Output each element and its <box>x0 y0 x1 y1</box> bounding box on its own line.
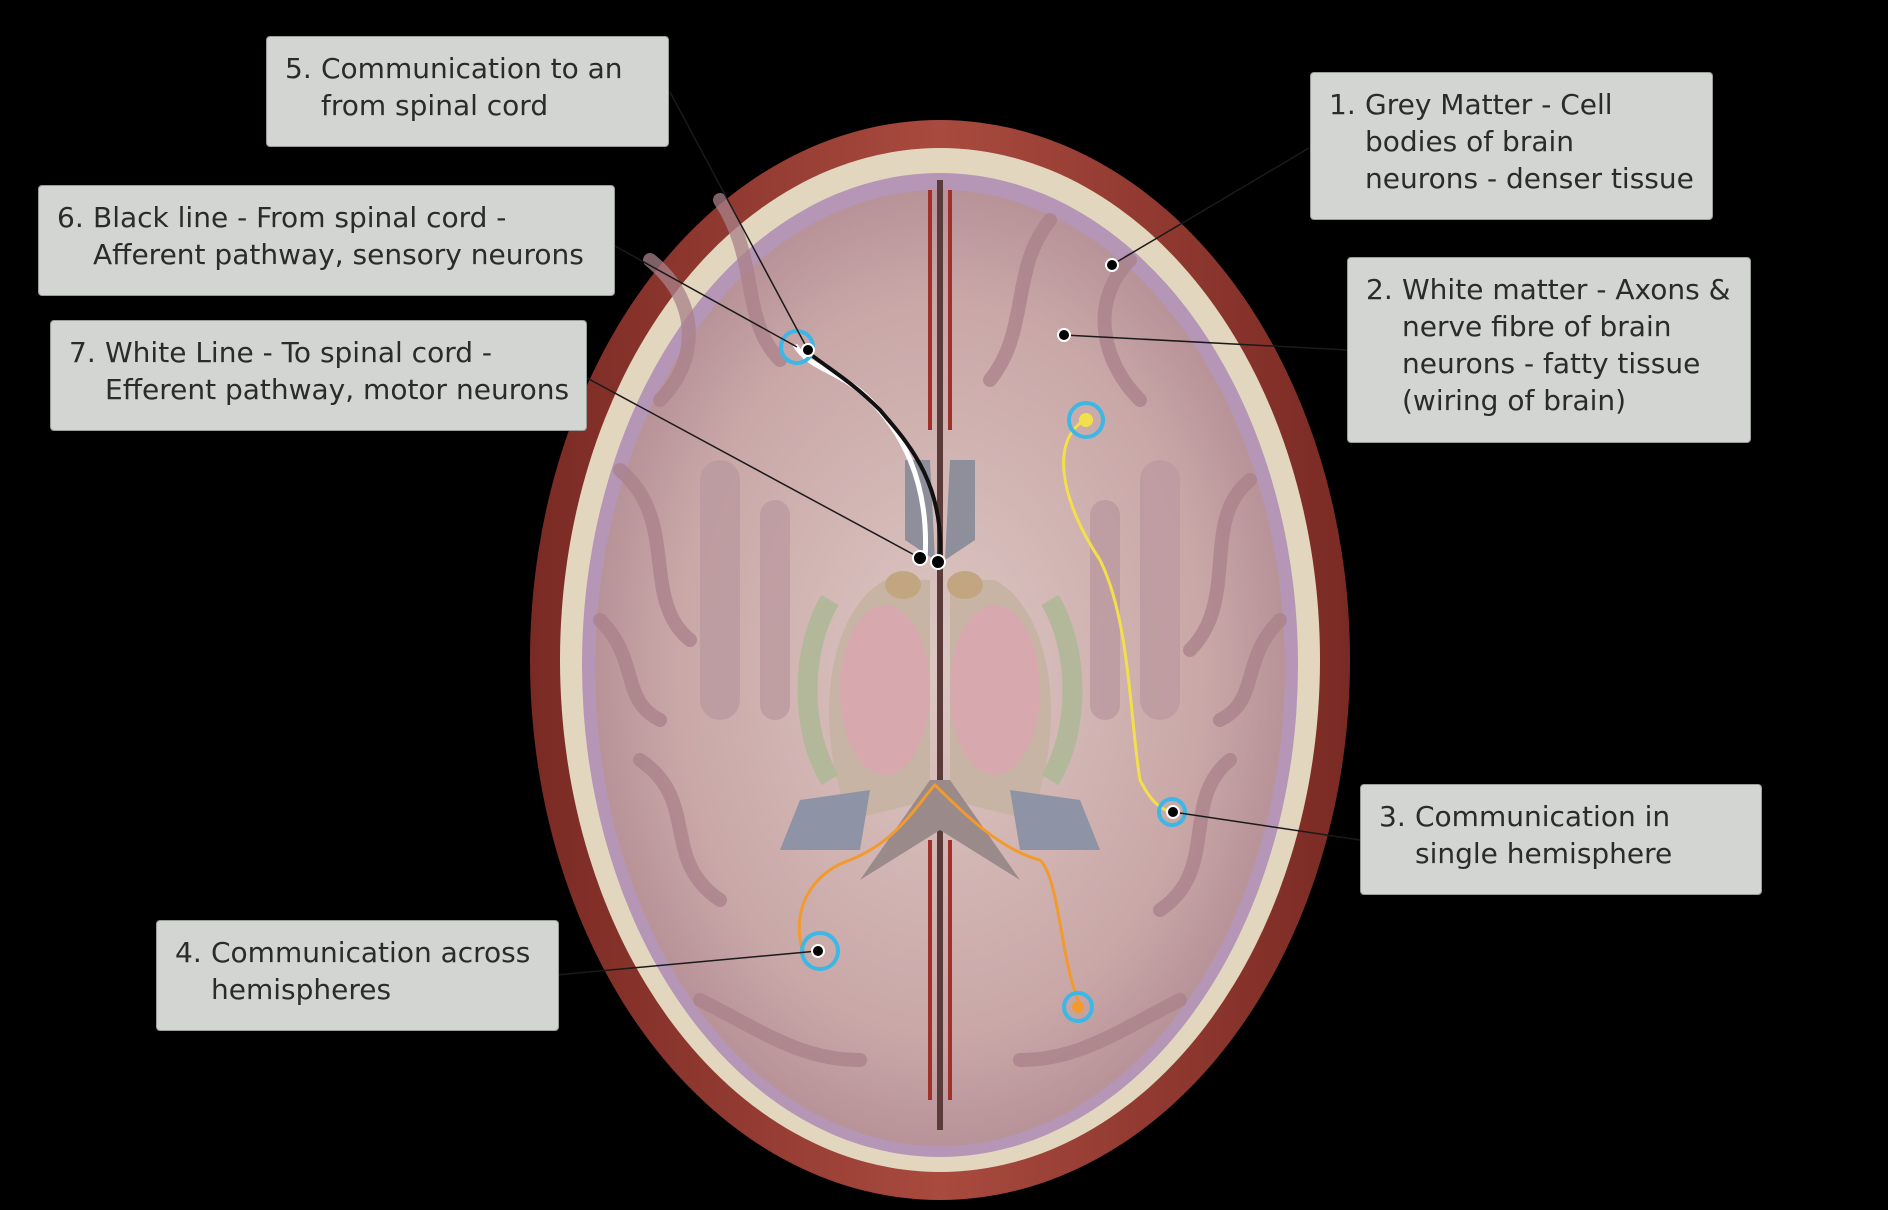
callout-4-across-hemispheres: 4. Communication across hemispheres <box>156 920 559 1031</box>
callout-number: 1. <box>1329 88 1356 121</box>
callout-line: neurons - fatty tissue <box>1402 347 1701 380</box>
callout-1-grey-matter: 1. Grey Matter - Cell bodies of brain ne… <box>1310 72 1713 220</box>
callout-text: Communication in single hemisphere <box>1415 798 1672 872</box>
single-hemisphere-path <box>1062 418 1173 814</box>
leader-line-6 <box>614 245 798 348</box>
leader-line-4 <box>555 950 819 976</box>
leader-line-1 <box>1114 147 1310 264</box>
callout-line: Communication in <box>1415 800 1671 833</box>
callout-line: Efferent pathway, motor neurons <box>105 373 570 406</box>
callout-line: Communication across <box>211 936 531 969</box>
callout-text: White matter - Axons & nerve fibre of br… <box>1402 271 1730 419</box>
callout-row: 2. White matter - Axons & nerve fibre of… <box>1366 271 1732 419</box>
callout-line: bodies of brain <box>1365 125 1575 158</box>
marker-rings <box>779 329 1187 1023</box>
leader-lines <box>555 91 1361 976</box>
leader-line-7 <box>586 377 921 559</box>
callout-row: 3. Communication in single hemisphere <box>1379 798 1743 872</box>
callout-5-spinal-communication: 5. Communication to an from spinal cord <box>266 36 669 147</box>
callout-number: 6. <box>57 201 84 234</box>
circle-marker-icon <box>1067 401 1105 439</box>
callout-line: neurons - denser tissue <box>1365 162 1694 195</box>
callout-line: White matter - Axons & <box>1402 273 1731 306</box>
circle-marker-icon <box>1062 991 1094 1023</box>
callout-text: Black line - From spinal cord - Afferent… <box>93 199 584 273</box>
callout-7-white-line: 7. White Line - To spinal cord - Efferen… <box>50 320 587 431</box>
leader-line-3 <box>1172 811 1361 841</box>
callout-text: Communication to an from spinal cord <box>321 50 623 124</box>
callout-3-single-hemisphere: 3. Communication in single hemisphere <box>1360 784 1762 895</box>
leader-line-2 <box>1063 334 1348 351</box>
callout-line: hemispheres <box>211 973 392 1006</box>
callout-line: single hemisphere <box>1415 837 1673 870</box>
callout-number: 7. <box>69 336 96 369</box>
callout-number: 2. <box>1366 273 1393 306</box>
callout-row: 1. Grey Matter - Cell bodies of brain ne… <box>1329 86 1694 197</box>
callout-row: 7. White Line - To spinal cord - Efferen… <box>69 334 569 408</box>
afferent-path <box>803 348 943 563</box>
across-hemispheres-path <box>797 782 1082 1006</box>
gyri <box>593 193 1287 1067</box>
callout-row: 5. Communication to an from spinal cord <box>285 50 650 124</box>
callout-line: from spinal cord <box>321 89 549 122</box>
callout-text: White Line - To spinal cord - Efferent p… <box>105 334 569 408</box>
leader-line-5 <box>669 91 809 351</box>
callout-line: (wiring of brain) <box>1402 384 1627 417</box>
callout-line: Black line - From spinal cord - <box>93 201 507 234</box>
callout-line: White Line - To spinal cord - <box>105 336 492 369</box>
callout-text: Communication across hemispheres <box>211 934 530 1008</box>
circle-marker-icon <box>1157 797 1187 827</box>
callout-text: Grey Matter - Cell bodies of brain neuro… <box>1365 86 1694 197</box>
callout-line: Afferent pathway, sensory neurons <box>93 238 584 271</box>
insula <box>700 460 1180 720</box>
fissure-vessels <box>928 190 952 1100</box>
callout-line: Grey Matter - Cell <box>1365 88 1613 121</box>
callout-row: 6. Black line - From spinal cord - Affer… <box>57 199 596 273</box>
callout-number: 5. <box>285 52 312 85</box>
callout-number: 3. <box>1379 800 1406 833</box>
callout-6-black-line: 6. Black line - From spinal cord - Affer… <box>38 185 615 296</box>
marker-fills <box>1072 413 1093 1013</box>
callout-line: nerve fibre of brain <box>1402 310 1672 343</box>
callout-line: Communication to an <box>321 52 623 85</box>
leader-dots <box>801 258 1180 958</box>
callout-2-white-matter: 2. White matter - Axons & nerve fibre of… <box>1347 257 1751 443</box>
callout-number: 4. <box>175 936 202 969</box>
circle-marker-icon <box>800 931 840 971</box>
callout-row: 4. Communication across hemispheres <box>175 934 540 1008</box>
